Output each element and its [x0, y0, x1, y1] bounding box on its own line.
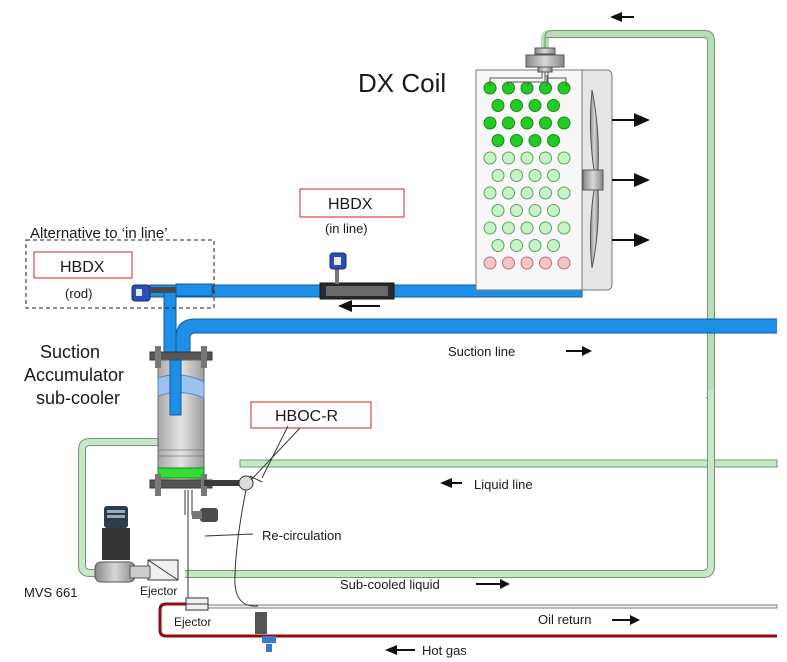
- liquid-loop-pipe: [78, 438, 160, 577]
- coil-tube: [520, 151, 534, 165]
- coil-tube: [539, 186, 552, 200]
- coil-tube: [483, 151, 497, 165]
- hbdx-rod-sub: (rod): [65, 286, 92, 301]
- coil-tube: [539, 256, 552, 270]
- coil-tube: [539, 116, 552, 130]
- coil-tube: [483, 116, 497, 130]
- coil-tube: [520, 81, 534, 95]
- mvs-661-valve: [94, 506, 151, 583]
- hbdx-rod-tag-box: [33, 251, 133, 279]
- coil-tube: [502, 186, 515, 200]
- coil-tube: [528, 99, 542, 112]
- coil-tube: [491, 99, 505, 112]
- coil-tube: [557, 186, 571, 200]
- coil-tube: [483, 256, 497, 270]
- alternative-label: Alternative to ‘in line’: [30, 225, 168, 242]
- coil-tube: [520, 256, 534, 270]
- coil-tube: [557, 81, 571, 95]
- dx-coil: [475, 47, 613, 291]
- coil-tube: [547, 134, 560, 147]
- coil-tube: [520, 116, 534, 130]
- coil-tube: [547, 169, 560, 182]
- hboc-tag-box: [250, 401, 372, 429]
- coil-tube: [547, 204, 560, 217]
- coil-tube: [528, 134, 542, 147]
- accumulator-label-2: Accumulator: [24, 365, 124, 385]
- coil-tubes: [483, 81, 571, 270]
- coil-tube: [528, 239, 542, 252]
- hbdx-rod-tag: HBDX: [60, 259, 105, 276]
- coil-tube: [528, 169, 542, 182]
- oil-return-pipe: [199, 604, 778, 609]
- coil-tube: [539, 221, 552, 235]
- accumulator-label-3: sub-cooler: [36, 388, 120, 408]
- hot-gas-label: Hot gas: [422, 643, 467, 658]
- coil-tube: [491, 239, 505, 252]
- coil-tube: [491, 169, 505, 182]
- accumulator-label-1: Suction: [40, 342, 100, 362]
- hbdx-rod-sensor: [131, 283, 214, 302]
- liquid-line-pipe: [239, 459, 778, 468]
- hboc-tag: HBOC-R: [275, 408, 338, 425]
- recirculation-label: Re-circulation: [262, 528, 341, 543]
- coil-tube: [502, 116, 515, 130]
- subcooled-label: Sub-cooled liquid: [340, 577, 440, 592]
- suction-accumulator: [149, 346, 213, 496]
- coil-tube: [547, 239, 560, 252]
- coil-tube: [510, 99, 523, 112]
- ejector-icon: [147, 559, 209, 611]
- coil-tube: [510, 134, 523, 147]
- hbdx-inline-tag: HBDX: [328, 196, 373, 213]
- coil-tube: [520, 186, 534, 200]
- coil-tube: [502, 151, 515, 165]
- coil-tube: [502, 256, 515, 270]
- coil-tube: [557, 151, 571, 165]
- dx-coil-label: DX Coil: [358, 68, 446, 98]
- coil-tube: [520, 221, 534, 235]
- hbdx-inline-sub: (in line): [325, 221, 368, 236]
- coil-tube: [510, 204, 523, 217]
- coil-tube: [491, 204, 505, 217]
- hot-gas-pipe: [158, 602, 777, 638]
- hbdx-inline-tag-box: [299, 188, 405, 218]
- suction-line-label: Suction line: [448, 344, 515, 359]
- recirculation-lines: [184, 489, 259, 607]
- coil-tube: [502, 221, 515, 235]
- coil-tube: [483, 186, 497, 200]
- mvs-label: MVS 661: [24, 585, 77, 600]
- coil-tube: [491, 134, 505, 147]
- leader-lines: [204, 425, 301, 537]
- coil-tube: [557, 221, 571, 235]
- coil-tube: [547, 99, 560, 112]
- flow-arrows: [338, 12, 640, 655]
- coil-tube: [510, 169, 523, 182]
- coil-tube: [483, 221, 497, 235]
- air-flow-arrows: [612, 113, 650, 247]
- coil-tube: [539, 81, 552, 95]
- coil-tube: [557, 116, 571, 130]
- coil-tube: [528, 204, 542, 217]
- ejector-label-1: Ejector: [140, 584, 177, 598]
- coil-tube: [557, 256, 571, 270]
- subcooled-pipe: [185, 390, 715, 578]
- hot-gas-valve-icon: [255, 612, 276, 652]
- ejector-label-2: Ejector: [174, 615, 211, 629]
- suction-line-main: [176, 319, 777, 360]
- distributor-icon: [489, 47, 567, 86]
- oil-return-label: Oil return: [538, 612, 591, 627]
- hbdx-inline-sensor: [319, 252, 395, 300]
- solenoid-valve-icon: [192, 508, 218, 522]
- fan-icon: [582, 89, 604, 269]
- coil-tube: [510, 239, 523, 252]
- coil-tube: [539, 151, 552, 165]
- liquid-line-label: Liquid line: [474, 477, 533, 492]
- alternative-box: [25, 239, 215, 309]
